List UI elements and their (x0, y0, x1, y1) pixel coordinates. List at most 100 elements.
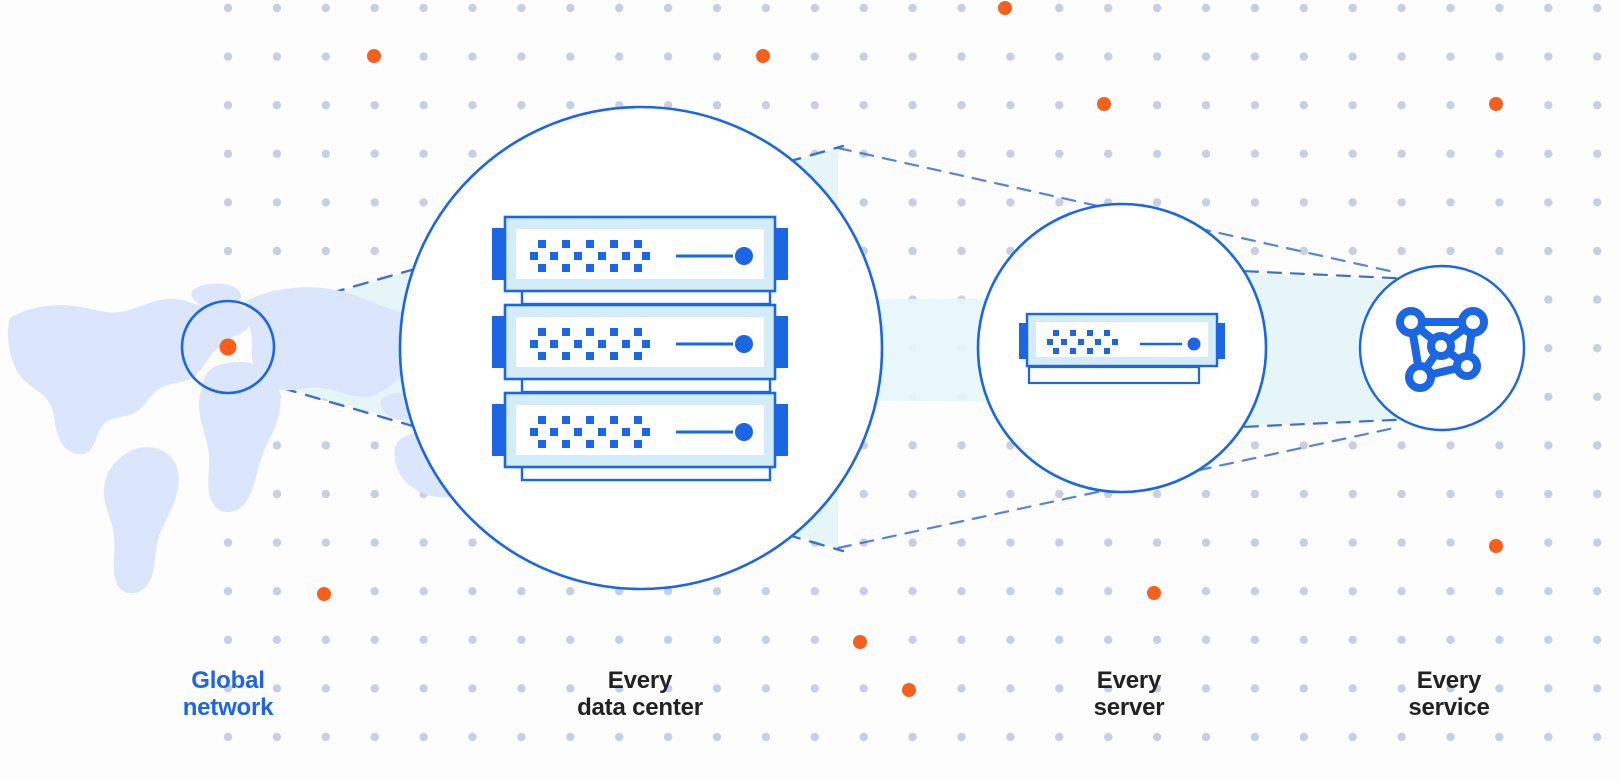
grid-dot (1299, 587, 1309, 596)
grid-dot (957, 3, 966, 13)
grid-dot (859, 3, 868, 13)
grid-dot (1446, 198, 1455, 207)
grid-dot (957, 587, 966, 596)
grid-dot (419, 538, 428, 547)
grid-dot (517, 635, 526, 644)
orange-accent-dot (367, 49, 381, 63)
grid-dot (810, 684, 819, 693)
grid-dot (1446, 587, 1455, 596)
grid-dot (1397, 732, 1406, 742)
grid-dot (908, 635, 917, 644)
grid-dot (1299, 732, 1309, 742)
grid-dot (223, 635, 233, 644)
grid-dot (1348, 635, 1357, 644)
grid-dot (419, 198, 428, 207)
grid-dot (1593, 149, 1602, 158)
grid-dot (223, 52, 233, 61)
grid-dot (321, 198, 330, 207)
grid-dot (810, 635, 819, 644)
grid-dot (223, 587, 233, 596)
grid-dot (1006, 489, 1015, 499)
grid-dot (957, 635, 966, 644)
grid-dot (1201, 149, 1211, 158)
grid-dot (908, 149, 917, 158)
lens-global-network[interactable] (180, 299, 276, 395)
grid-dot (663, 52, 673, 61)
grid-dot (712, 3, 722, 13)
grid-dot (1397, 246, 1406, 256)
grid-dot (1055, 101, 1064, 110)
grid-dot (1544, 295, 1553, 304)
grid-dot (1152, 732, 1162, 742)
orange-accent-dot (756, 49, 770, 63)
grid-dot (957, 441, 966, 450)
grid-dot (1593, 246, 1602, 256)
grid-dot (615, 732, 624, 742)
grid-dot (1593, 344, 1602, 353)
grid-dot (321, 441, 330, 450)
grid-dot (517, 3, 526, 13)
grid-dot (370, 246, 379, 256)
grid-dot (810, 587, 819, 596)
grid-dot (1593, 101, 1602, 110)
grid-dot (1495, 3, 1504, 13)
grid-dot (1397, 538, 1406, 547)
grid-dot (1544, 538, 1553, 547)
grid-dot (1201, 635, 1211, 644)
grid-dot (1593, 52, 1602, 61)
grid-dot (908, 3, 917, 13)
grid-dot (1544, 732, 1553, 742)
grid-dot (1397, 52, 1406, 61)
grid-dot (957, 489, 966, 499)
grid-dot (419, 684, 428, 693)
grid-dot (1495, 198, 1504, 207)
grid-dot (1544, 344, 1553, 353)
orange-accent-dot (902, 683, 916, 697)
grid-dot (370, 489, 379, 499)
grid-dot (761, 3, 771, 13)
grid-dot (419, 732, 428, 742)
grid-dot (1104, 587, 1113, 596)
grid-dot (272, 52, 282, 61)
grid-dot (1104, 635, 1113, 644)
caption-every-data-center: Every data center (577, 667, 703, 721)
grid-dot (223, 101, 233, 110)
grid-dot (1104, 732, 1113, 742)
grid-dot (1495, 441, 1504, 450)
grid-dot (370, 635, 379, 644)
grid-dot (761, 732, 771, 742)
grid-dot (1495, 684, 1504, 693)
grid-dot (1495, 246, 1504, 256)
grid-dot (468, 101, 477, 110)
grid-dot (223, 198, 233, 207)
server-led-grid (530, 240, 650, 272)
grid-dot (272, 149, 282, 158)
grid-dot (1055, 732, 1064, 742)
grid-dot (761, 101, 771, 110)
grid-dot (223, 538, 233, 547)
grid-dot (1397, 587, 1406, 596)
orange-accent-dot (1489, 97, 1503, 111)
single-server-icon (1019, 312, 1225, 385)
grid-dot (712, 101, 722, 110)
grid-dot (272, 441, 282, 450)
grid-dot (1006, 684, 1015, 693)
grid-dot (517, 101, 526, 110)
grid-dot (1299, 684, 1309, 693)
grid-dot (272, 587, 282, 596)
grid-dot (370, 198, 379, 207)
grid-dot (1446, 3, 1455, 13)
grid-dot (223, 3, 233, 13)
grid-dot (321, 149, 330, 158)
grid-dot (1446, 101, 1455, 110)
grid-dot (859, 732, 868, 742)
grid-dot (1250, 246, 1260, 256)
grid-dot (1152, 101, 1162, 110)
grid-dot (223, 732, 233, 742)
grid-dot (1495, 52, 1504, 61)
grid-dot (1495, 489, 1504, 499)
grid-dot (908, 52, 917, 61)
grid-dot (712, 684, 722, 693)
grid-dot (1055, 52, 1064, 61)
